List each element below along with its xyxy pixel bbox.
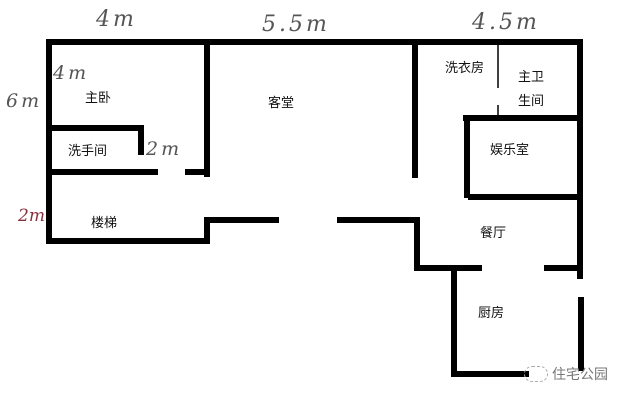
dim-top-left: 4m [96, 7, 137, 32]
label-dining-room: 餐厅 [480, 226, 507, 241]
dim-left-height: 6m [6, 90, 43, 112]
label-master-bedroom: 主卧 [85, 91, 112, 106]
dim-top-middle: 5.5m [262, 12, 330, 37]
dim-stairs-height: 2m [18, 206, 45, 226]
dim-top-right: 4.5m [472, 10, 540, 35]
watermark-text: 住宅公园 [552, 367, 608, 383]
label-kitchen: 厨房 [478, 306, 505, 321]
label-washroom: 洗手间 [68, 144, 108, 159]
label-living-room: 客堂 [268, 96, 295, 111]
label-laundry: 洗衣房 [445, 61, 485, 76]
dim-washroom-width: 2m [146, 138, 183, 160]
watermark: 住宅公园 [524, 364, 608, 384]
label-entertainment-room: 娱乐室 [490, 143, 530, 158]
label-master-bathroom-1: 主卫 [518, 70, 545, 85]
label-stairs: 楼梯 [91, 216, 118, 231]
dim-bedroom-depth: 4m [53, 62, 90, 84]
label-master-bathroom-2: 生间 [518, 94, 545, 109]
wechat-icon [524, 366, 548, 382]
